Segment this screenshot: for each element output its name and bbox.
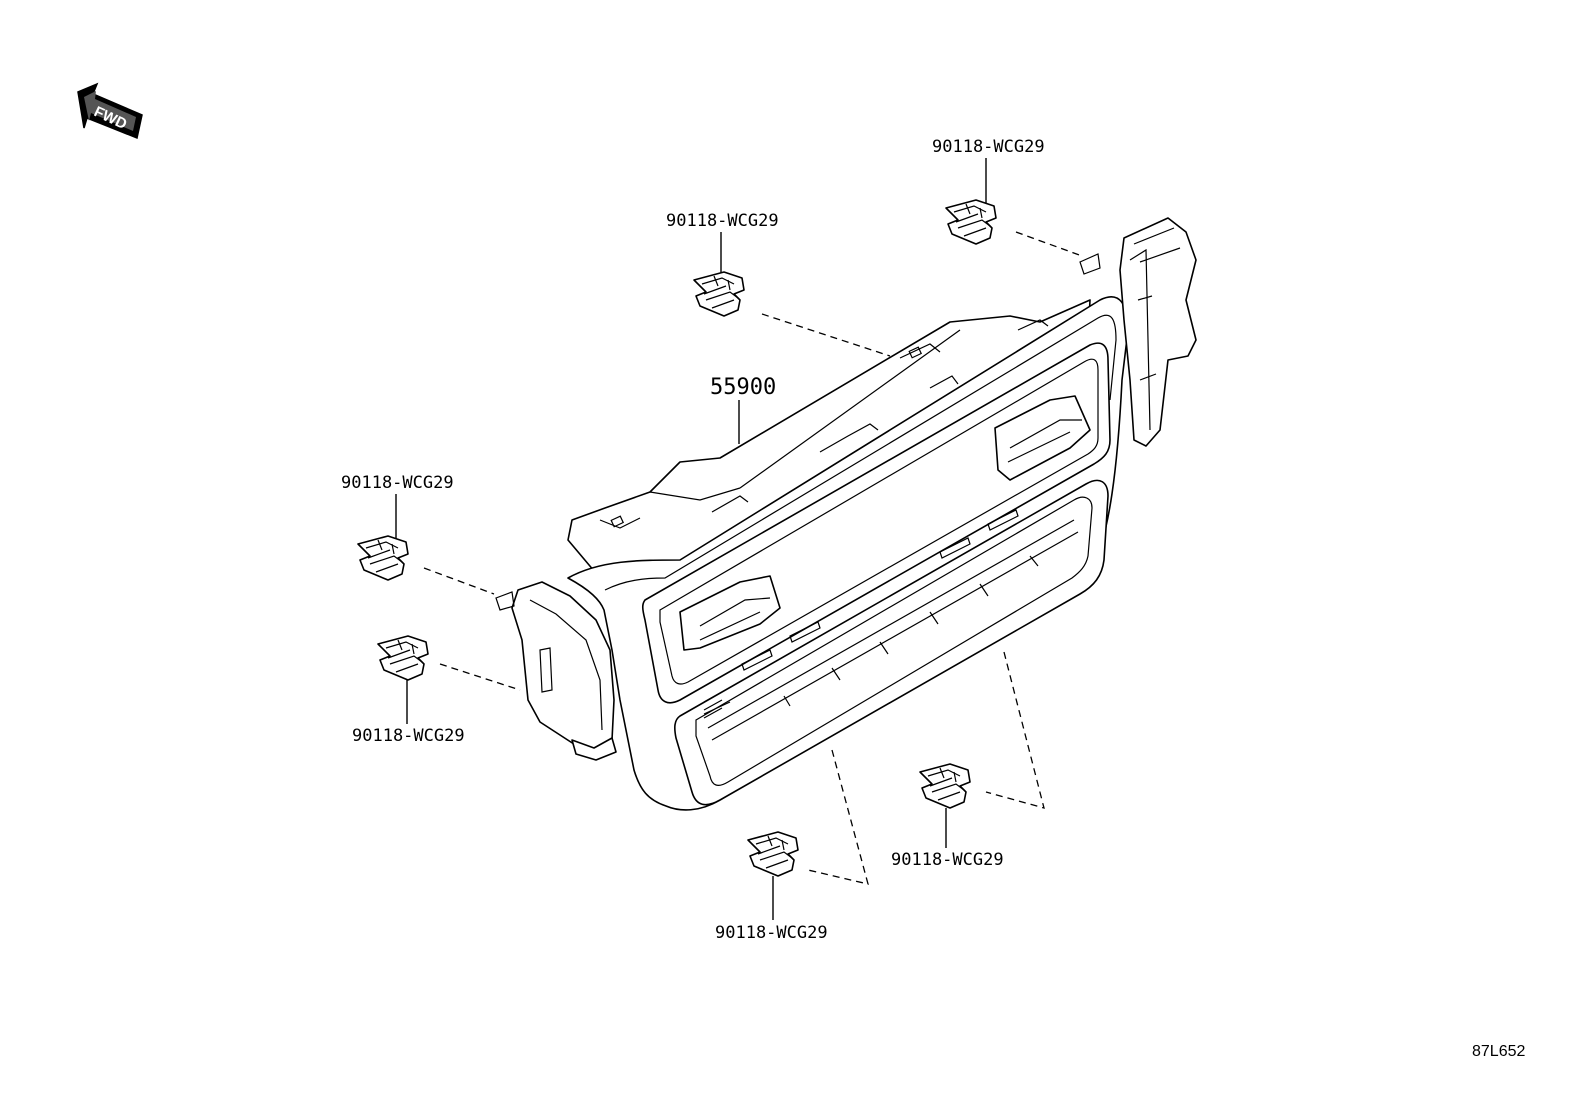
clip-3: 90118-WCG29 bbox=[341, 473, 495, 595]
main-part-number: 55900 bbox=[710, 375, 776, 400]
clip-2: 90118-WCG29 bbox=[932, 137, 1083, 257]
fwd-arrow-icon: FWD bbox=[77, 82, 143, 140]
clip-1-label: 90118-WCG29 bbox=[666, 211, 779, 231]
clip-3-label: 90118-WCG29 bbox=[341, 473, 454, 493]
clip-6-label: 90118-WCG29 bbox=[715, 923, 828, 943]
clip-5: 90118-WCG29 bbox=[891, 651, 1045, 870]
clip-4: 90118-WCG29 bbox=[352, 635, 521, 746]
clip-6: 90118-WCG29 bbox=[715, 749, 869, 943]
clip-2-label: 90118-WCG29 bbox=[932, 137, 1045, 157]
main-part-callout: 55900 bbox=[710, 375, 776, 444]
clip-4-label: 90118-WCG29 bbox=[352, 726, 465, 746]
reference-code: 87L652 bbox=[1472, 1043, 1525, 1060]
clip-5-label: 90118-WCG29 bbox=[891, 850, 1004, 870]
heater-control-panel bbox=[495, 217, 1197, 811]
clip-1: 90118-WCG29 bbox=[666, 211, 891, 357]
